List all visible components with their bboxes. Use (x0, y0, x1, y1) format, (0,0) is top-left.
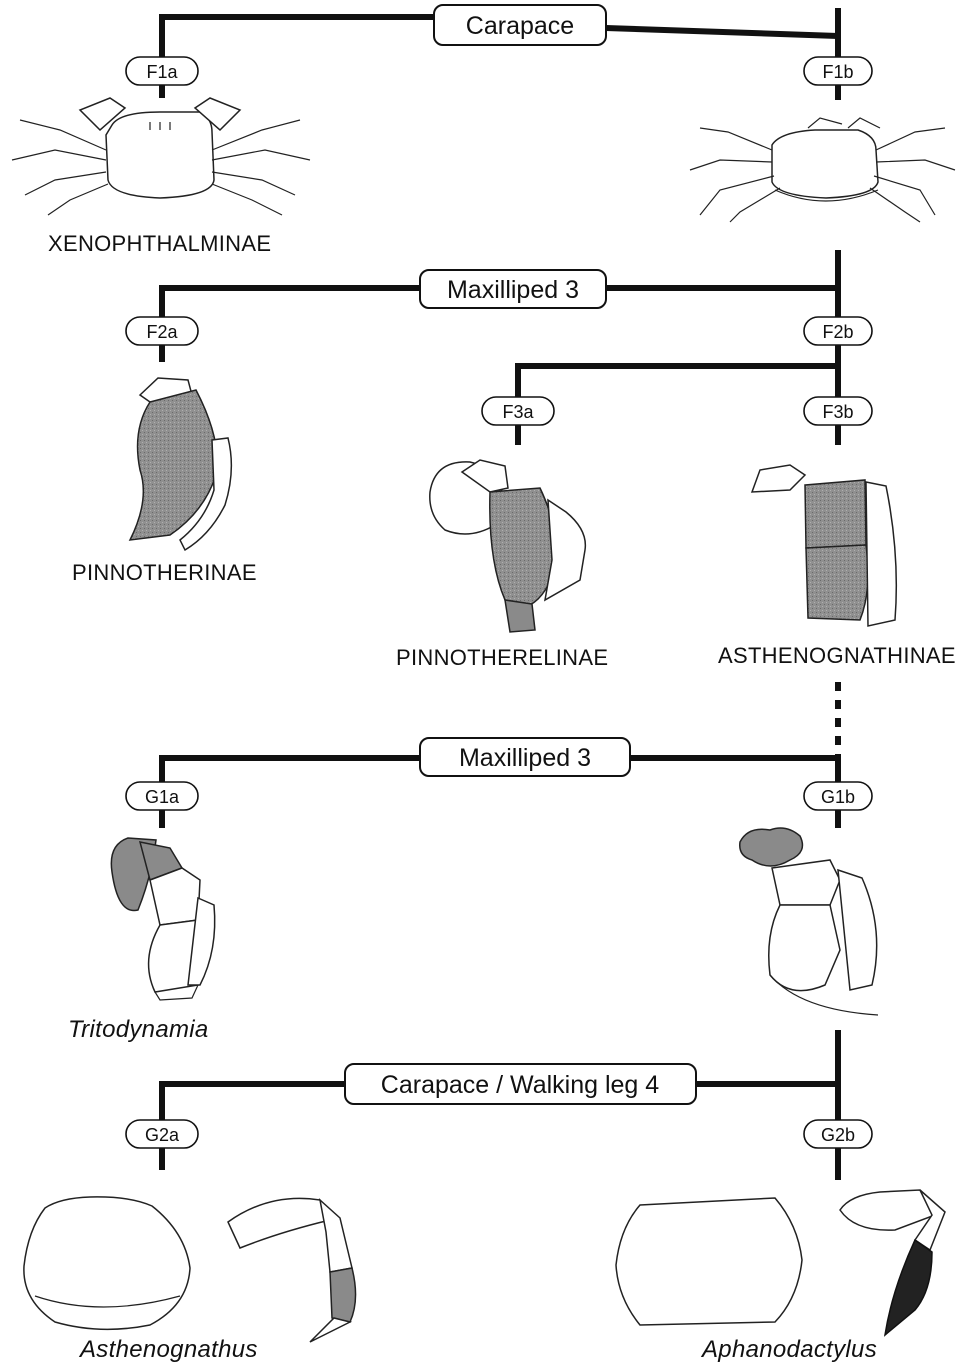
walking-leg-illustration-aphanodactylus (840, 1190, 945, 1335)
character-label-g1: Maxilliped 3 (459, 744, 591, 772)
taxon-label-asthenognathus: Asthenognathus (80, 1336, 258, 1364)
couplet-label-f3b: F3b (804, 397, 872, 425)
maxilliped-illustration-asthenognathinae (752, 465, 896, 626)
svg-text:F2b: F2b (822, 322, 853, 342)
maxilliped-illustration-pinnotherinae (130, 378, 231, 550)
svg-text:F2a: F2a (146, 322, 178, 342)
taxon-label-xenophthalminae: XENOPHTHALMINAE (48, 231, 271, 257)
character-label-f2: Maxilliped 3 (447, 276, 579, 304)
character-box-g1: Maxilliped 3 (420, 738, 630, 776)
couplet-label-g1b: G1b (804, 782, 872, 810)
carapace-illustration-aphanodactylus (616, 1198, 802, 1325)
maxilliped-illustration-pinnotherelinae (430, 460, 586, 632)
svg-text:F3a: F3a (502, 402, 534, 422)
couplet-label-f3a: F3a (482, 397, 554, 425)
couplet-label-f1b: F1b (804, 57, 872, 85)
svg-text:G2a: G2a (145, 1125, 180, 1145)
carapace-illustration-asthenognathus (24, 1197, 190, 1329)
svg-text:G2b: G2b (821, 1125, 855, 1145)
taxon-label-pinnotherelinae: PINNOTHERELINAE (396, 645, 608, 671)
svg-text:F1b: F1b (822, 62, 853, 82)
taxon-label-pinnotherinae: PINNOTHERINAE (72, 560, 257, 586)
character-box-f1: Carapace (434, 5, 606, 45)
couplet-label-g2b: G2b (804, 1120, 872, 1148)
character-label-f1: Carapace (466, 12, 574, 40)
crab-illustration-f1b (690, 118, 955, 222)
maxilliped-illustration-g1b (740, 828, 878, 1015)
character-box-g2: Carapace / Walking leg 4 (345, 1064, 696, 1104)
svg-text:G1a: G1a (145, 787, 180, 807)
character-label-g2: Carapace / Walking leg 4 (381, 1071, 659, 1099)
svg-text:G1b: G1b (821, 787, 855, 807)
taxon-label-aphanodactylus: Aphanodactylus (702, 1336, 877, 1364)
maxilliped-illustration-tritodynamia (111, 838, 214, 1000)
character-box-f2: Maxilliped 3 (420, 270, 606, 308)
couplet-label-f1a: F1a (126, 57, 198, 85)
couplet-label-f2b: F2b (804, 317, 872, 345)
svg-text:F1a: F1a (146, 62, 178, 82)
couplet-label-g1a: G1a (126, 782, 198, 810)
couplet-label-g2a: G2a (126, 1120, 198, 1148)
crab-illustration-xenophthalminae (12, 98, 310, 215)
taxon-label-asthenognathinae: ASTHENOGNATHINAE (718, 643, 956, 669)
svg-text:F3b: F3b (822, 402, 853, 422)
taxon-label-tritodynamia: Tritodynamia (68, 1016, 209, 1044)
couplet-f3-lines (518, 345, 838, 400)
couplet-label-f2a: F2a (126, 317, 198, 345)
walking-leg-illustration-asthenognathus (228, 1198, 356, 1342)
